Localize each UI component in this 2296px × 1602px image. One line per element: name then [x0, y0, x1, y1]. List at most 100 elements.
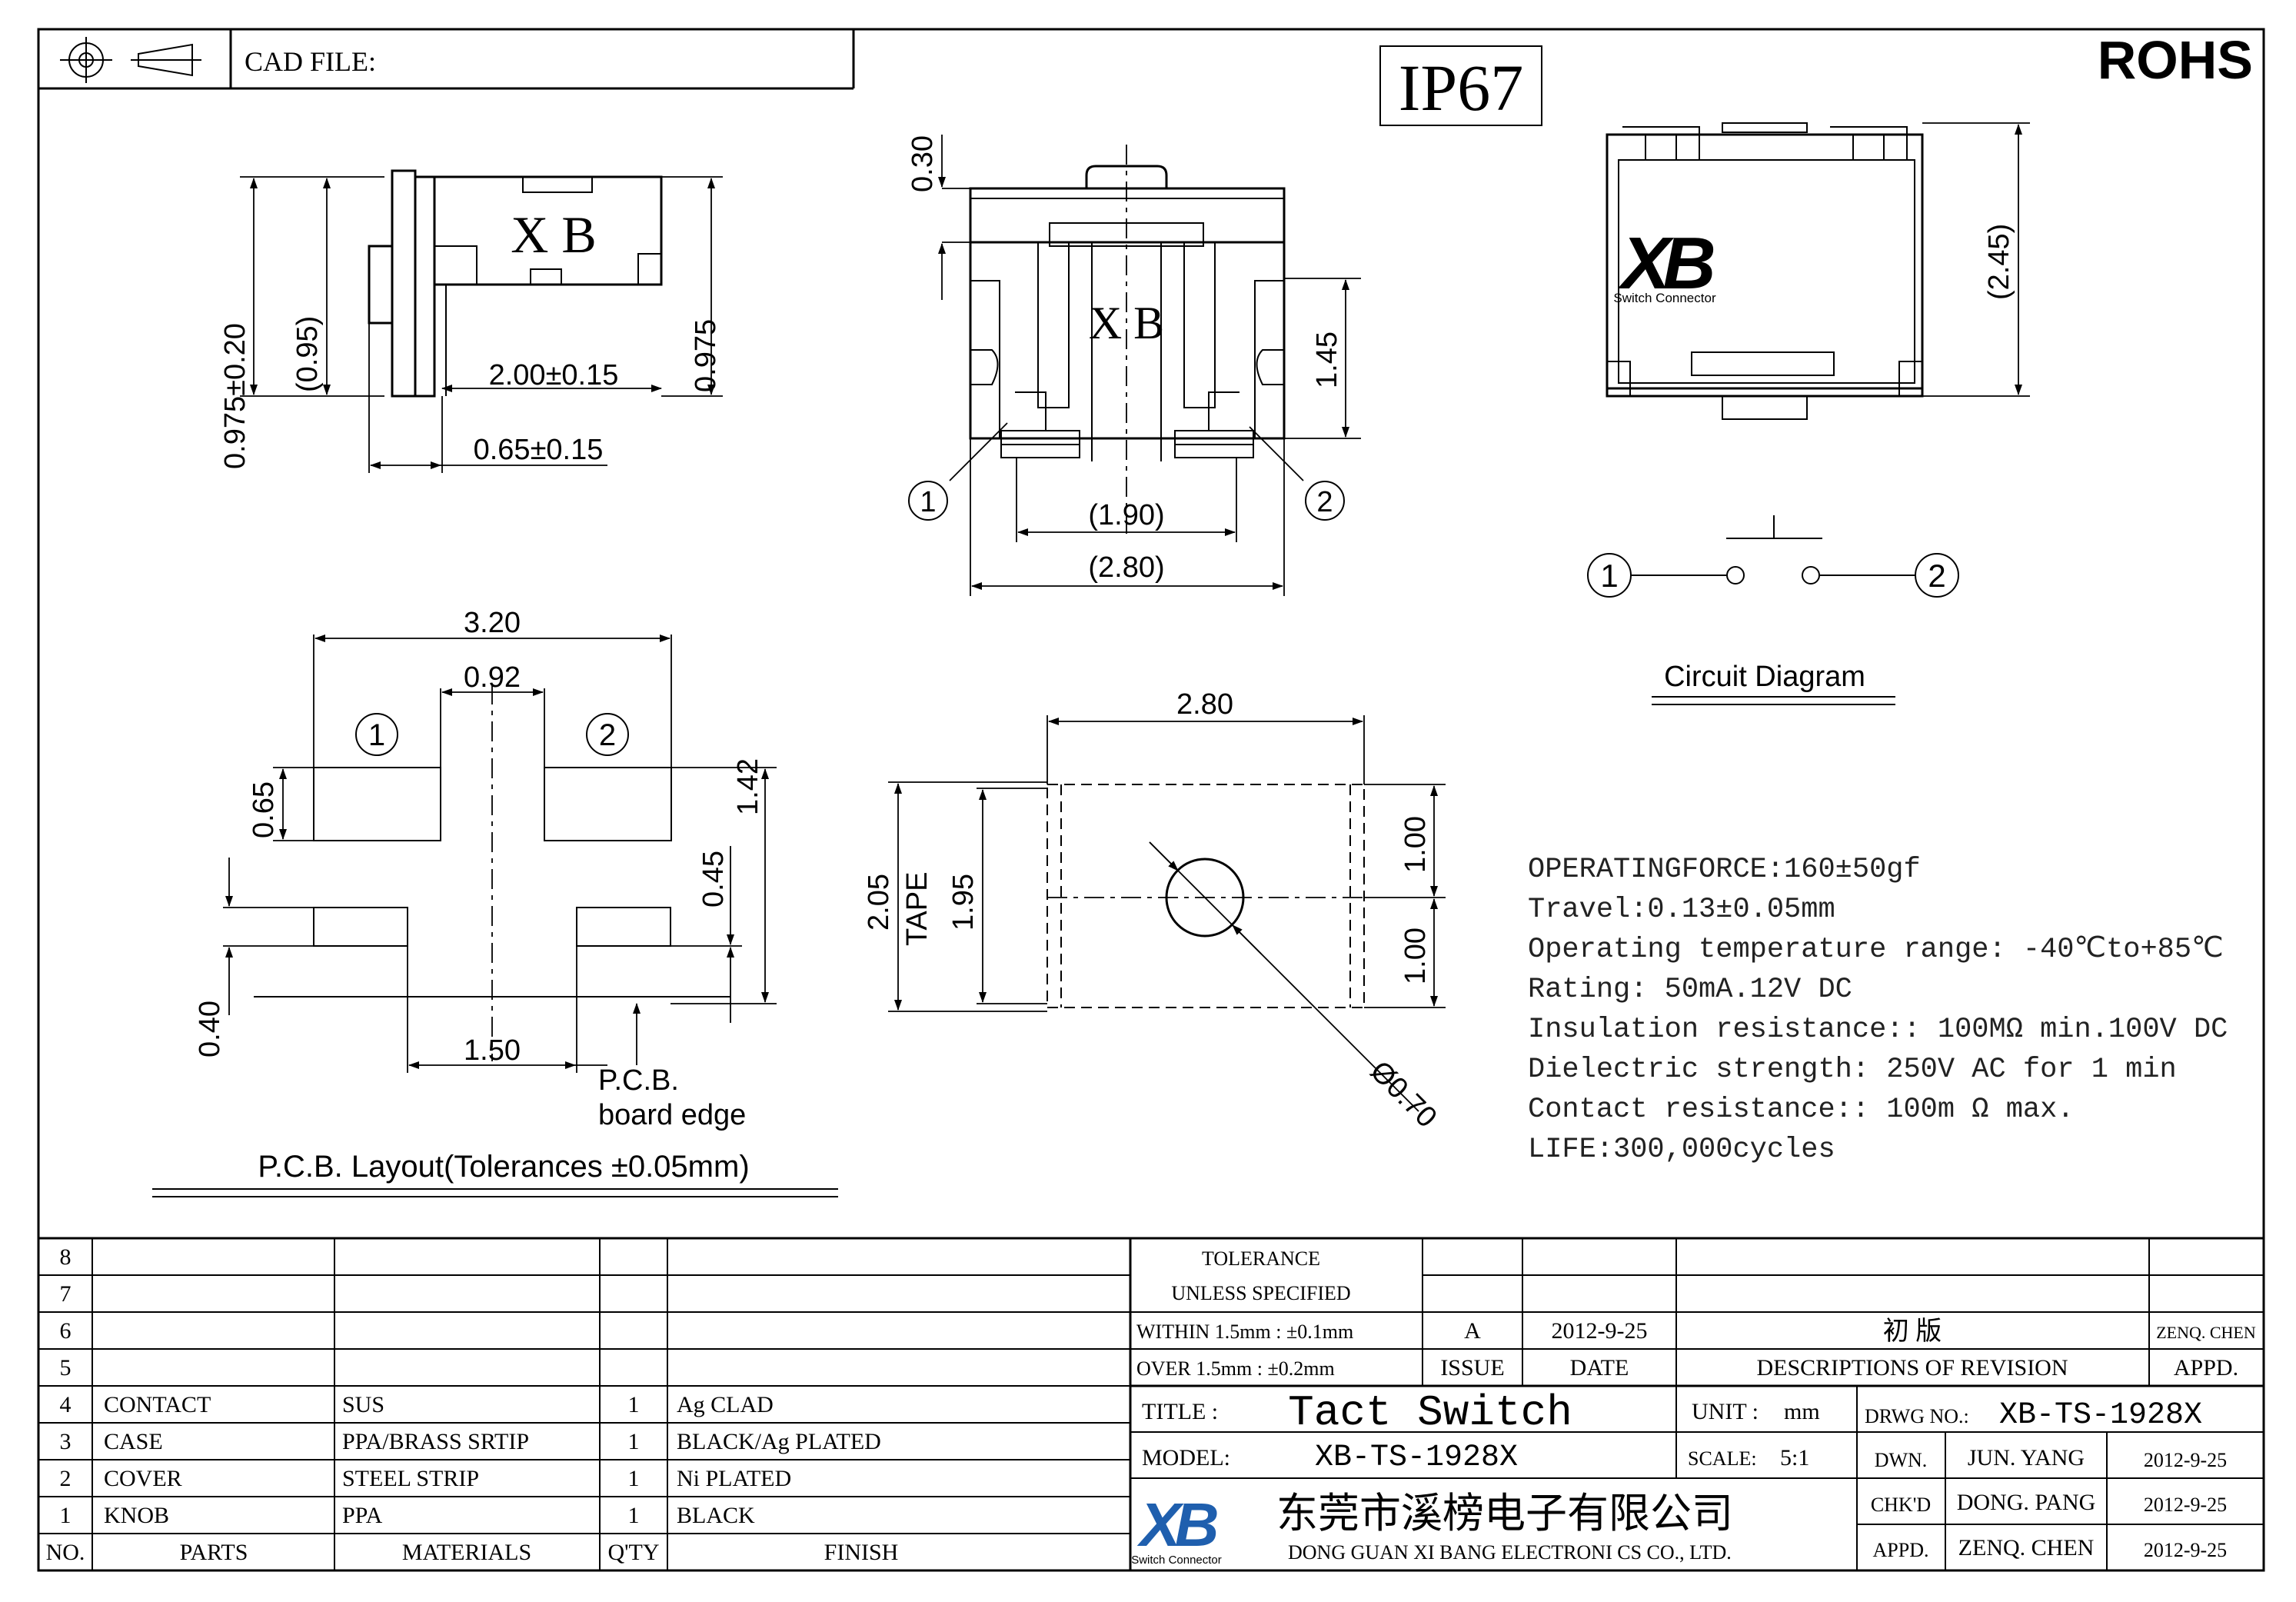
dim-front-inner: (1.90)	[1088, 499, 1164, 531]
bom-header-materials: MATERIALS	[402, 1540, 531, 1565]
bom-material: PPA	[342, 1503, 383, 1528]
appd-label: APPD.	[2174, 1355, 2238, 1381]
pcb-pad-2	[544, 767, 672, 841]
pin-1-callout	[908, 481, 948, 521]
pcb-layout-title: P.C.B. Layout(Tolerances ±0.05mm)	[258, 1150, 749, 1184]
bom-row-no: 8	[60, 1244, 72, 1270]
dim-length: 2.00±0.15	[489, 359, 619, 391]
title-block: TOLERANCE UNLESS SPECIFIED WITHIN 1.5mm …	[1130, 1238, 2264, 1570]
appd-name: ZENQ. CHEN	[1958, 1535, 2095, 1560]
bom-qty: 1	[628, 1429, 640, 1454]
dim-tape-lower: 1.00	[1399, 928, 1432, 984]
rohs-mark: ROHS	[2098, 30, 2253, 90]
top-logo: XB	[1617, 222, 1713, 305]
pcb-pad-1	[313, 767, 441, 841]
company-name-en: DONG GUAN XI BANG ELECTRONI CS CO., LTD.	[1288, 1541, 1732, 1564]
pcb-edge-label-2: board edge	[598, 1099, 746, 1131]
spec-line: OPERATINGFORCE:160±50gf	[1528, 854, 1921, 886]
bom-table: 8 7 6 5 4 CONTACT SUS 1 Ag CLAD 3 CASE P…	[38, 1237, 2264, 1570]
bom-part: CASE	[104, 1429, 163, 1454]
bom-row-no: 5	[60, 1355, 72, 1381]
tape-view: Ø0.70 2.80 2.05 TAPE 1.95 1.00 1.00	[863, 688, 1446, 1134]
circuit-diagram: 1 2 Circuit Diagram	[1587, 515, 1959, 705]
dim-pcb-gap: 0.92	[464, 661, 521, 694]
dim-tape-width: 2.80	[1176, 688, 1233, 721]
side-view: X B 0.975±0.20 (0.95) 0.975 2.00±0.15 0.…	[219, 169, 723, 473]
company-logo: XB	[1136, 1490, 1216, 1559]
bom-row: 2 COVER STEEL STRIP 1 Ni PLATED	[60, 1466, 792, 1491]
side-marking: X B	[511, 205, 596, 264]
top-logo-sub: Switch Connector	[1613, 291, 1716, 305]
issue-date: 2012-9-25	[1552, 1318, 1648, 1344]
bom-part: KNOB	[104, 1503, 169, 1528]
bom-no: 4	[60, 1392, 72, 1417]
pcb-layout: 3.20 0.92 1 2 0.65 1.42 0.45 0.40 1.50 P…	[152, 607, 838, 1197]
revision-desc: 初 版	[1883, 1317, 1942, 1346]
bom-part: CONTACT	[104, 1392, 211, 1417]
circuit-label: Circuit Diagram	[1664, 661, 1865, 693]
desc-label: DESCRIPTIONS OF REVISION	[1756, 1355, 2068, 1381]
pin-2-callout	[1305, 481, 1345, 521]
drwg-value: XB-TS-1928X	[1999, 1398, 2202, 1433]
front-view: X B 0.30 1.45 (1.90) (2.80) 1 2	[907, 135, 1361, 596]
issue-label: ISSUE	[1440, 1355, 1504, 1381]
bom-header-parts: PARTS	[180, 1540, 248, 1565]
appd2-label: APPD.	[1873, 1539, 1929, 1561]
bom-header-finish: FINISH	[824, 1540, 899, 1565]
tolerance-label: TOLERANCE	[1202, 1247, 1320, 1270]
bom-finish: Ag CLAD	[677, 1392, 774, 1417]
dim-front-height: 1.45	[1311, 331, 1343, 388]
tolerance-over: OVER 1.5mm : ±0.2mm	[1136, 1357, 1335, 1380]
bom-finish: BLACK/Ag PLATED	[677, 1429, 881, 1454]
drwg-label: DRWG NO.:	[1865, 1405, 1969, 1427]
bom-header-no: NO.	[46, 1540, 85, 1565]
bom-row: 3 CASE PPA/BRASS SRTIP 1 BLACK/Ag PLATED	[60, 1429, 881, 1454]
pin-2-label: 2	[1316, 486, 1333, 518]
dim-front-outer: (2.80)	[1088, 551, 1164, 584]
bom-no: 3	[60, 1429, 72, 1454]
scale-value: 5:1	[1780, 1445, 1809, 1470]
unit-value: mm	[1784, 1399, 1820, 1424]
circuit-pin-2: 2	[1928, 558, 1945, 594]
top-view: XB Switch Connector (2.45)	[1606, 122, 2030, 420]
pcb-edge-label-1: P.C.B.	[598, 1064, 679, 1097]
tolerance-within: WITHIN 1.5mm : ±0.1mm	[1136, 1321, 1353, 1343]
unit-label: UNIT :	[1692, 1399, 1759, 1424]
issue-value: A	[1464, 1318, 1481, 1344]
bom-finish: BLACK	[677, 1503, 755, 1528]
ip-rating: IP67	[1399, 51, 1523, 125]
spec-line: Dielectric strength: 250V AC for 1 min	[1528, 1054, 2177, 1086]
model-value: XB-TS-1928X	[1315, 1440, 1518, 1475]
revision-by: ZENQ. CHEN	[2156, 1323, 2256, 1342]
dim-tape-dia: Ø0.70	[1364, 1055, 1443, 1134]
bom-finish: Ni PLATED	[677, 1466, 791, 1491]
bom-part: COVER	[104, 1466, 182, 1491]
bom-material: SUS	[342, 1392, 384, 1417]
spec-line: Rating: 50mA.12V DC	[1528, 974, 1852, 1006]
chkd-date: 2012-9-25	[2144, 1494, 2227, 1516]
dim-tape-outer: 2.05	[863, 874, 895, 931]
pcb-pin-1: 1	[368, 718, 385, 752]
dwn-date: 2012-9-25	[2144, 1449, 2227, 1471]
spec-line: Operating temperature range: -40℃to+85℃	[1528, 934, 2224, 966]
spec-list: OPERATINGFORCE:160±50gf Travel:0.13±0.05…	[1528, 854, 2228, 1166]
date-label: DATE	[1570, 1355, 1629, 1381]
circuit-pin-1: 1	[1600, 558, 1618, 594]
company-name-cn: 东莞市溪榜电子有限公司	[1276, 1490, 1733, 1537]
chkd-name: DONG. PANG	[1957, 1490, 2096, 1515]
bom-row-no: 6	[60, 1318, 72, 1344]
cad-file-label: CAD FILE:	[245, 46, 376, 77]
title-label: TITLE :	[1142, 1399, 1218, 1424]
dim-tape-upper: 1.00	[1399, 816, 1432, 873]
dim-pcb-small-h: 0.45	[697, 851, 730, 908]
projection-symbol-icon	[60, 37, 201, 83]
dim-offset: 0.65±0.15	[474, 434, 604, 466]
dim-top-height: (2.45)	[1983, 224, 2015, 300]
dwn-name: JUN. YANG	[1968, 1445, 2085, 1470]
bom-no: 1	[60, 1503, 72, 1528]
bom-row-no: 7	[60, 1281, 72, 1307]
sheet-border	[37, 28, 2265, 1572]
spec-line: Insulation resistance:: 100MΩ min.100V D…	[1528, 1014, 2228, 1046]
